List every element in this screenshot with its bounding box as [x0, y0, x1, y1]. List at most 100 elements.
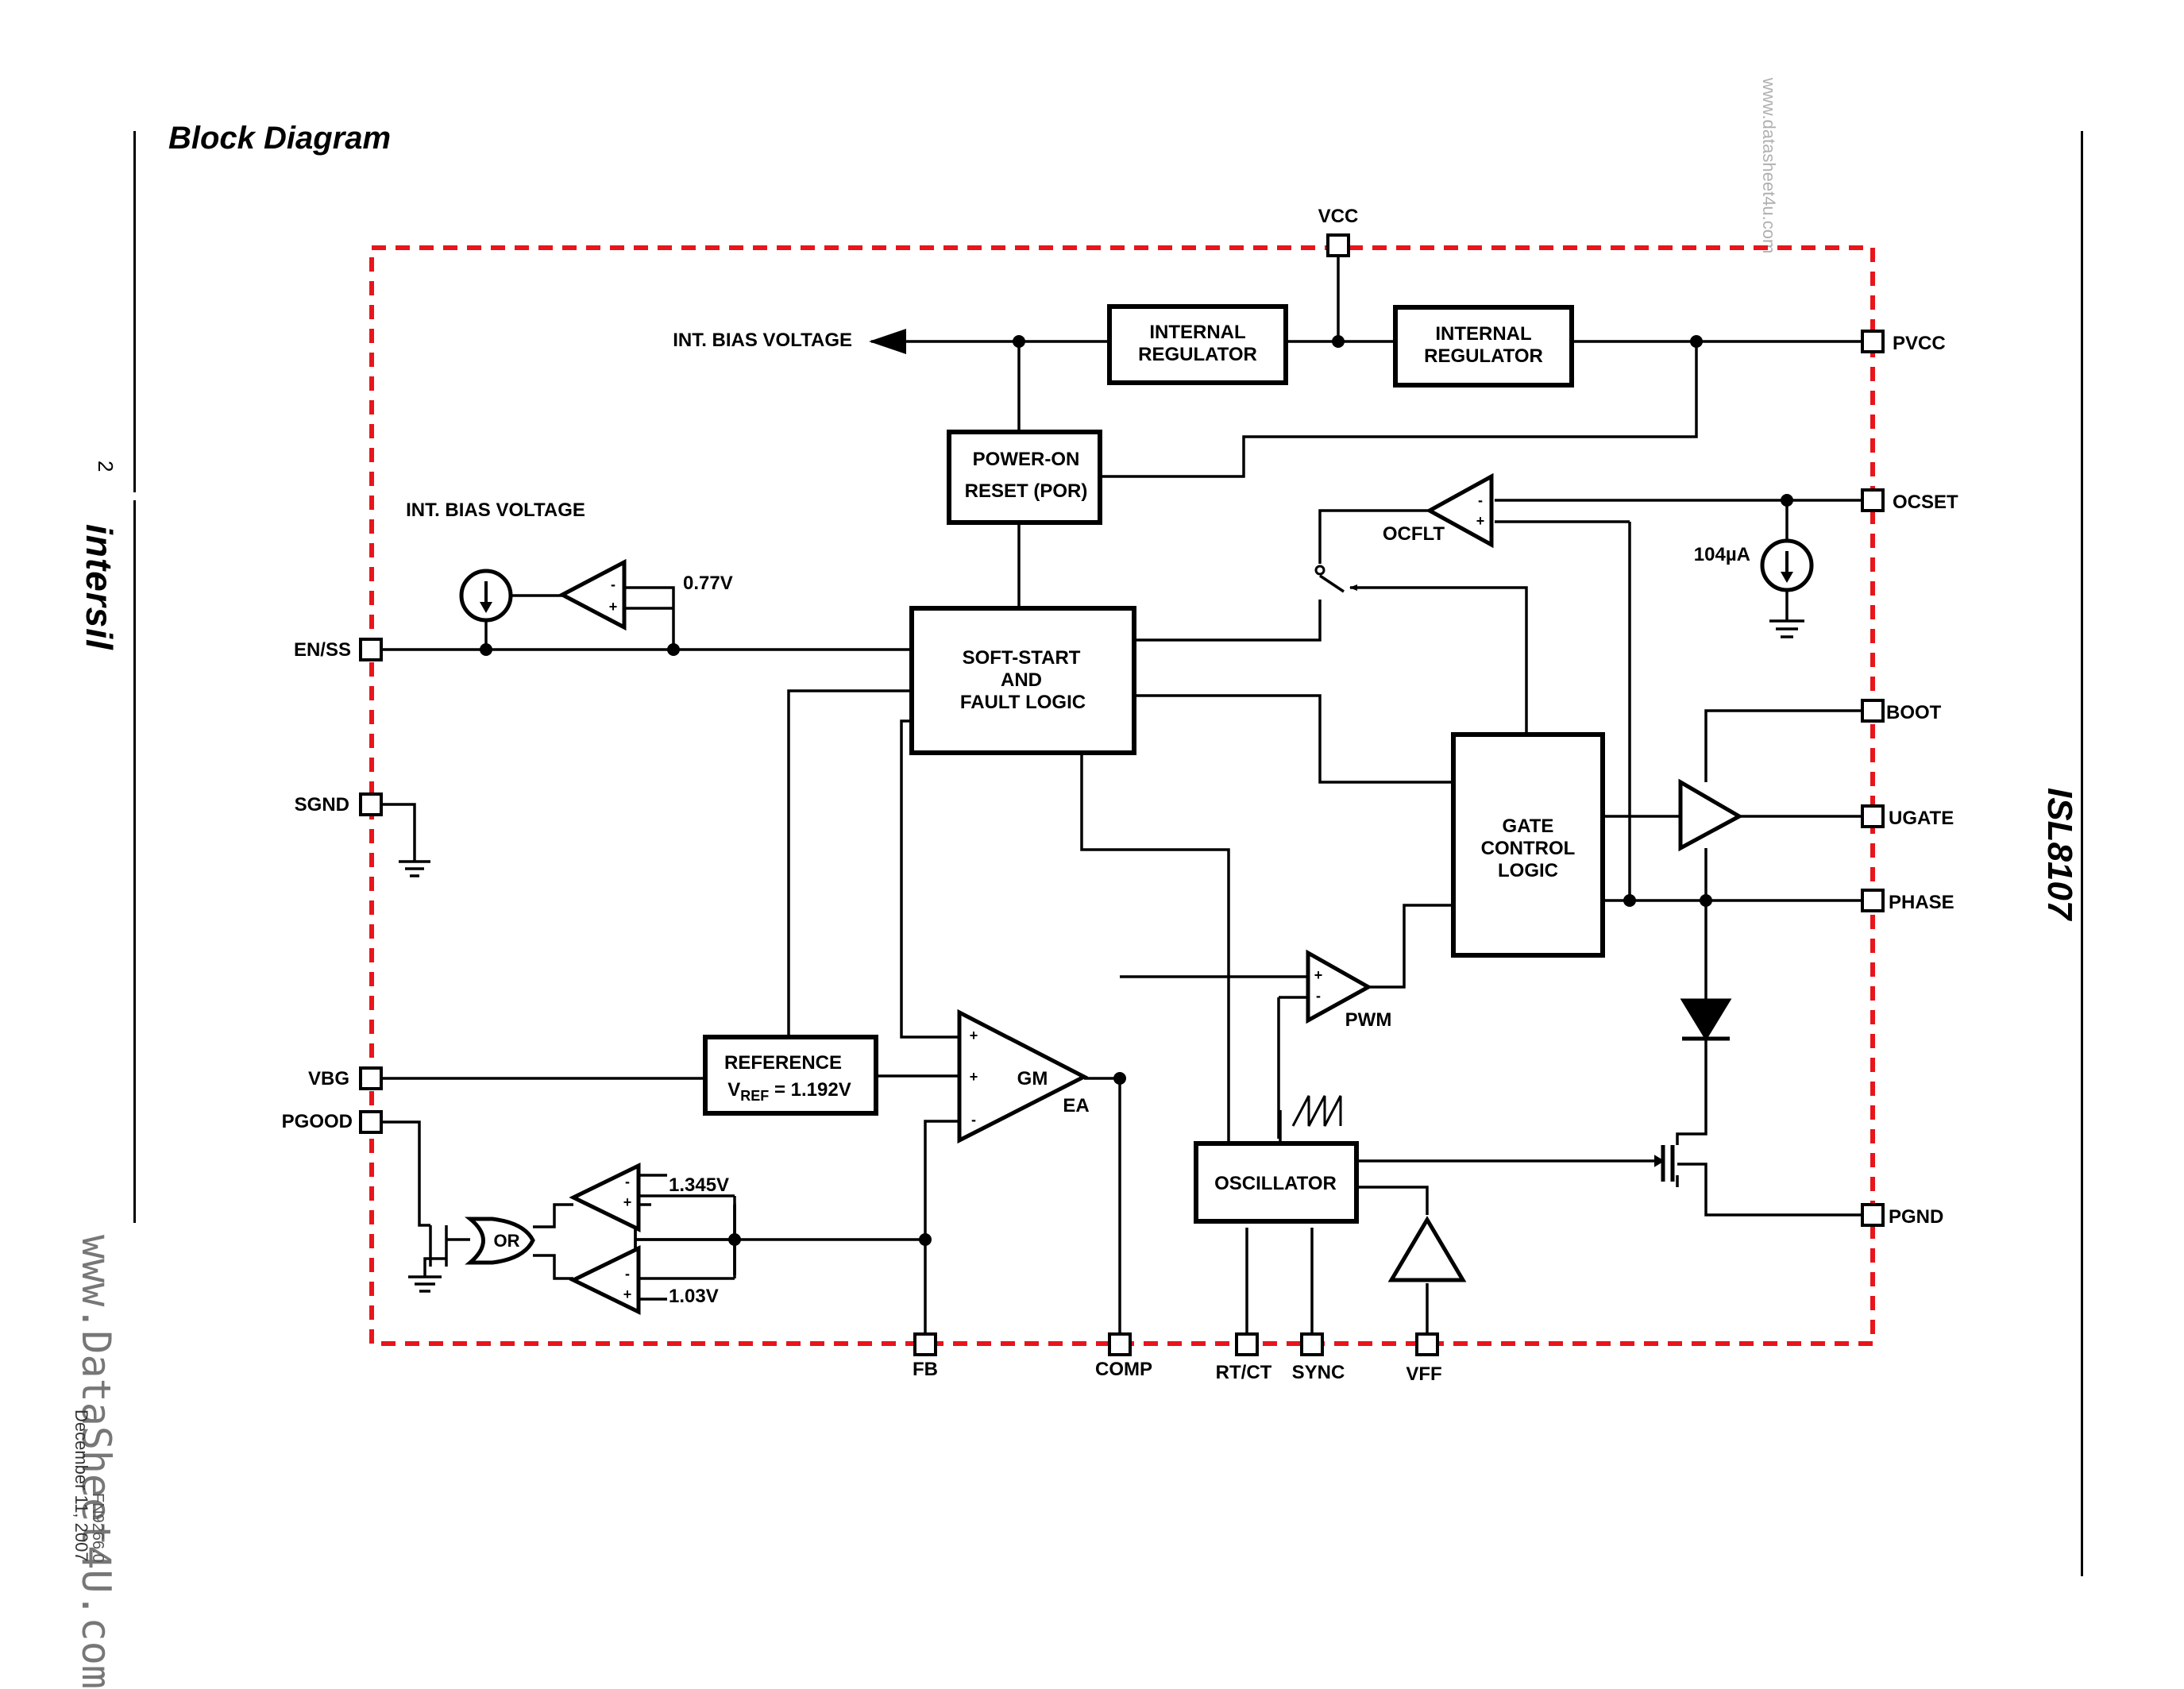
label-sgnd: SGND — [295, 794, 349, 816]
v1345-label: 1.345V — [669, 1174, 729, 1196]
uv-plus-sign: + — [623, 1286, 632, 1302]
ocflt-switch-icon — [1314, 565, 1325, 576]
pin-comp — [1108, 1332, 1132, 1356]
label-pgood: PGOOD — [282, 1111, 353, 1132]
reference-block — [703, 1035, 878, 1116]
reference-title: REFERENCE — [724, 1052, 842, 1074]
amplifiers — [558, 472, 1744, 1316]
pin-sync — [1300, 1332, 1324, 1356]
pin-fb — [913, 1332, 937, 1356]
current-104-label: 104µA — [1694, 544, 1750, 565]
right-margin-rule — [2081, 131, 2083, 1576]
int-reg-2-line2: REGULATOR — [1424, 345, 1543, 367]
label-en-ss: EN/SS — [294, 639, 351, 661]
label-pvcc: PVCC — [1893, 333, 1946, 354]
label-sync: SYNC — [1292, 1362, 1345, 1383]
en-minus-sign: - — [611, 576, 615, 592]
input-signs: - + - + + - + + - - + - + — [609, 492, 1485, 1302]
label-vcc: VCC — [1318, 206, 1359, 227]
soft-start-line2: AND — [1001, 669, 1042, 691]
vff-buffer — [1387, 1216, 1467, 1282]
label-vff: VFF — [1406, 1363, 1441, 1385]
reference-value: VREF = 1.192V — [727, 1079, 851, 1104]
gm-label: GM — [1017, 1068, 1048, 1089]
current-arrows — [480, 551, 1793, 613]
annotation-labels: INT. BIAS VOLTAGE INT. BIAS VOLTAGE 0.77… — [406, 330, 1750, 1307]
oscillator-block — [1194, 1141, 1359, 1224]
gate-control-block — [1451, 732, 1605, 958]
error-amplifier — [957, 1008, 1089, 1144]
gate-driver — [1678, 778, 1744, 852]
uv-minus-sign: - — [625, 1266, 630, 1282]
v103-label: 1.03V — [669, 1286, 719, 1307]
por-block — [947, 430, 1102, 525]
pwm-minus-sign: - — [1316, 988, 1321, 1004]
label-fb: FB — [913, 1359, 938, 1380]
pin-phase — [1861, 889, 1885, 912]
en-plus-sign: + — [609, 599, 618, 615]
label-comp: COMP — [1095, 1359, 1152, 1380]
label-pgnd: PGND — [1889, 1206, 1943, 1228]
pin-pgood — [359, 1110, 383, 1134]
soft-start-line1: SOFT-START — [963, 647, 1081, 669]
pin-ugate — [1861, 804, 1885, 828]
pwm-label: PWM — [1345, 1009, 1392, 1031]
uv-comparator — [569, 1244, 641, 1316]
en-comparator — [558, 558, 627, 631]
sawtooth-icon — [1291, 1095, 1342, 1127]
ov-comparator — [569, 1162, 641, 1233]
pin-squares — [359, 233, 1885, 1356]
gate-control-line3: LOGIC — [1498, 860, 1558, 881]
ocflt-minus-sign: - — [1478, 492, 1483, 508]
pwm-plus-sign: + — [1314, 967, 1323, 983]
ea-plus-sign-2: + — [970, 1069, 978, 1085]
ov-minus-sign: - — [625, 1174, 630, 1190]
int-reg-1-line2: REGULATOR — [1138, 344, 1257, 365]
page-heading: Block Diagram — [168, 121, 392, 156]
oscillator-label: OSCILLATOR — [1214, 1173, 1337, 1194]
gate-control-line1: GATE — [1503, 816, 1554, 837]
label-boot: BOOT — [1886, 702, 1942, 723]
wiring — [381, 256, 1864, 1334]
pin-pgnd — [1861, 1203, 1885, 1227]
label-phase: PHASE — [1889, 892, 1954, 913]
int-reg-1-line1: INTERNAL — [1149, 322, 1245, 343]
gate-control-line2: CONTROL — [1481, 838, 1576, 859]
pin-ocset — [1861, 488, 1885, 512]
ocflt-comparator — [1425, 472, 1494, 549]
label-rt-ct: RT/CT — [1216, 1362, 1272, 1383]
pin-rt-ct — [1235, 1332, 1259, 1356]
label-vbg: VBG — [308, 1068, 349, 1089]
soft-start-line3: FAULT LOGIC — [960, 692, 1086, 713]
ocflt-label: OCFLT — [1383, 523, 1445, 545]
bias-arrow-icon — [869, 329, 906, 354]
blocks — [703, 304, 1605, 1224]
pin-en-ss — [359, 638, 383, 661]
label-ugate: UGATE — [1889, 808, 1954, 829]
low-side-mosfet-icon — [1654, 1145, 1675, 1182]
left-margin-rule-top — [133, 131, 136, 492]
ea-plus-sign-1: + — [970, 1028, 978, 1043]
ov-plus-sign: + — [623, 1194, 632, 1210]
int-bias-top-label: INT. BIAS VOLTAGE — [673, 330, 852, 351]
pin-vbg — [359, 1066, 383, 1090]
internal-regulator-1 — [1107, 304, 1288, 385]
pin-pvcc — [1861, 330, 1885, 353]
internal-regulator-2 — [1393, 305, 1574, 388]
left-margin-rule-bottom — [133, 500, 136, 1223]
block-labels: INTERNAL REGULATOR INTERNAL REGULATOR PO… — [724, 322, 1575, 1194]
boot-diode-icon — [1680, 998, 1732, 1041]
por-line1: POWER-ON — [973, 449, 1080, 470]
pin-sgnd — [359, 792, 383, 816]
or-label: OR — [494, 1231, 520, 1251]
pwm-comparator — [1306, 949, 1373, 1024]
label-ocset: OCSET — [1893, 492, 1958, 513]
int-reg-2-line1: INTERNAL — [1435, 323, 1531, 345]
pin-vcc — [1326, 233, 1350, 257]
ea-label: EA — [1063, 1095, 1089, 1116]
ocflt-plus-sign: + — [1476, 513, 1485, 529]
junctions — [480, 335, 1793, 1246]
pin-labels: VCC PVCC OCSET BOOT UGATE PHASE PGND EN/… — [282, 206, 1958, 1385]
chip-boundary — [369, 245, 1875, 1346]
